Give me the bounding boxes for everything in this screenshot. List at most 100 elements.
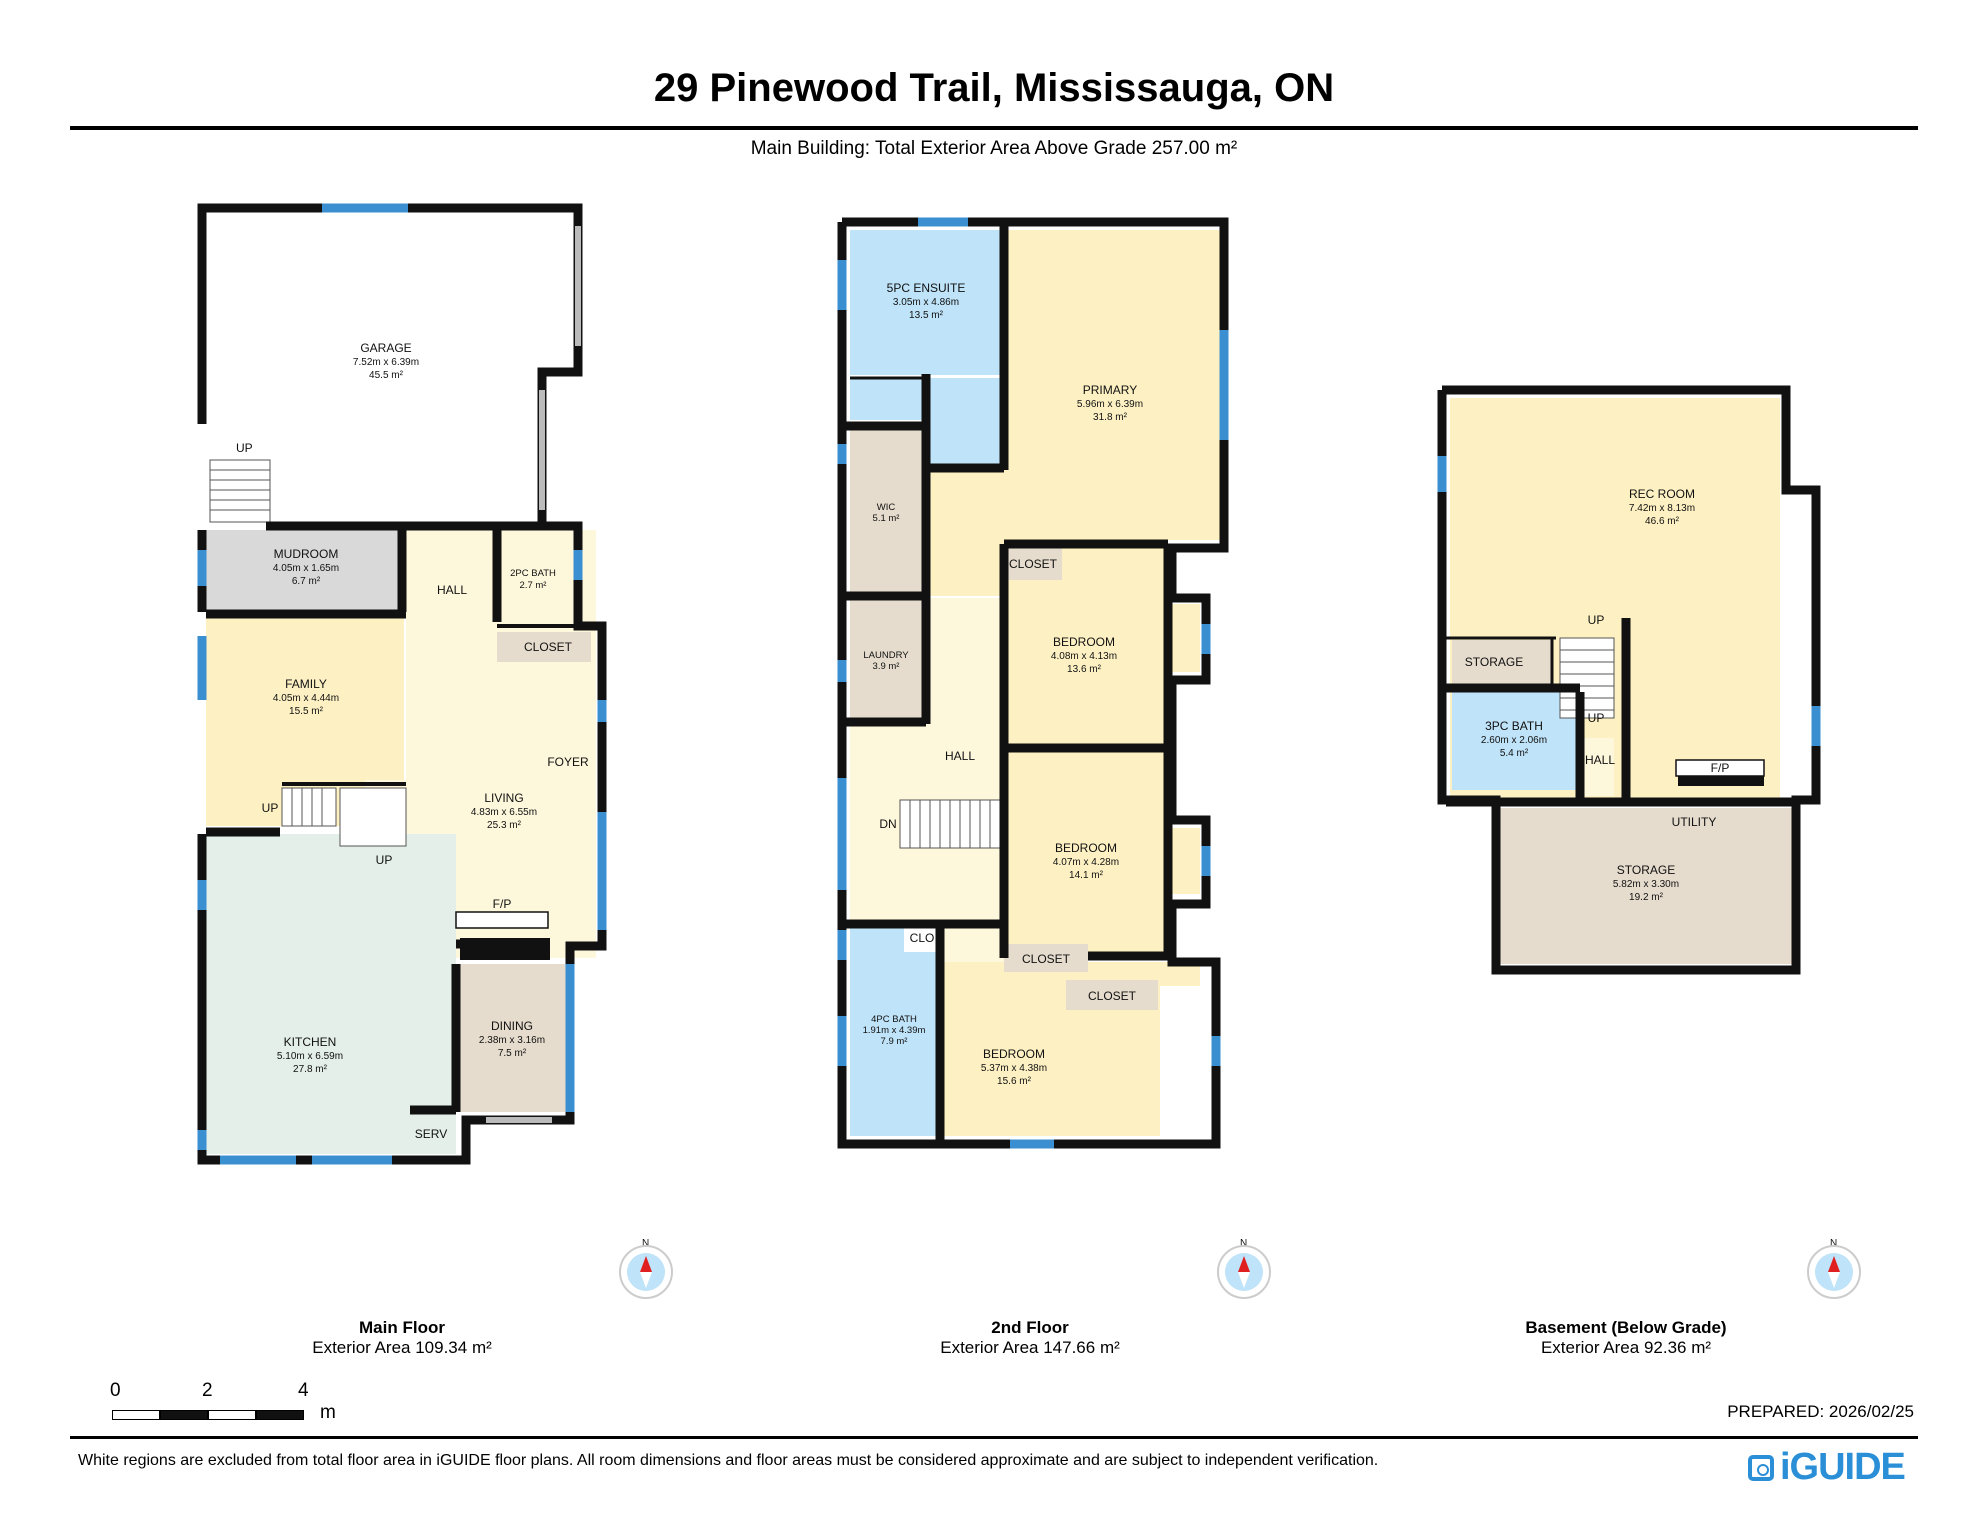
second-floor-name: 2nd Floor	[991, 1318, 1069, 1337]
main-closet-label: CLOSET	[524, 640, 573, 654]
compass-basement: N	[1807, 1238, 1861, 1299]
iguide-logo: iGUIDE	[1748, 1446, 1906, 1489]
serv-room	[406, 1112, 456, 1154]
iguide-logo-icon	[1748, 1454, 1774, 1481]
closet1-room	[1004, 548, 1062, 580]
foyer-label: FOYER	[547, 755, 589, 769]
bath4-dims: 1.91m x 4.39m	[863, 1025, 926, 1036]
dining-label: DINING	[491, 1019, 533, 1033]
rec-dims: 7.42m x 8.13m	[1629, 503, 1695, 514]
mudroom-area: 6.7 m²	[292, 576, 321, 587]
main-up-label-2: UP	[262, 801, 279, 815]
basement-fireplace	[1678, 776, 1764, 786]
main-up-label-1: UP	[236, 441, 253, 455]
basement-up-label-1: UP	[1588, 613, 1605, 627]
family-dims: 4.05m x 4.44m	[273, 693, 339, 704]
primary-area: 31.8 m²	[1093, 412, 1128, 423]
scale-unit: m	[320, 1402, 336, 1423]
basement-storage-small-label: STORAGE	[1465, 655, 1523, 669]
dining-dims: 2.38m x 3.16m	[479, 1035, 545, 1046]
living-area: 25.3 m²	[487, 820, 522, 831]
mudroom-label: MUDROOM	[274, 547, 339, 561]
kitchen-label: KITCHEN	[284, 1035, 337, 1049]
primary-dims: 5.96m x 6.39m	[1077, 399, 1143, 410]
prepared-date: PREPARED: 2026/02/25	[1727, 1402, 1914, 1421]
bedroom1-label: BEDROOM	[1053, 635, 1115, 649]
dining-area: 7.5 m²	[498, 1048, 527, 1059]
clo-label: CLO	[910, 931, 935, 945]
compass-main-n: N	[642, 1238, 649, 1249]
basement-hall-label: HALL	[1585, 753, 1615, 767]
bedroom2-area: 14.1 m²	[1069, 870, 1104, 881]
bath4-label: 4PC BATH	[871, 1014, 917, 1025]
primary-label: PRIMARY	[1083, 383, 1137, 397]
bath4-room	[850, 928, 938, 1136]
closet2-label: CLOSET	[1022, 952, 1071, 966]
main-stairs	[209, 459, 407, 847]
second-stairs	[899, 799, 1001, 849]
disclaimer: White regions are excluded from total fl…	[78, 1452, 1379, 1469]
ensuite-label: 5PC ENSUITE	[887, 281, 966, 295]
closet3-room	[1066, 980, 1158, 1010]
main-floor-name: Main Floor	[359, 1318, 445, 1337]
rec-area: 46.6 m²	[1645, 516, 1680, 527]
serv-label: SERV	[415, 1127, 447, 1141]
bedroom3-area: 15.6 m²	[997, 1076, 1032, 1087]
living-label: LIVING	[484, 791, 523, 805]
footer-rule	[70, 1436, 1918, 1439]
scale-tick-2: 2	[202, 1380, 213, 1401]
basement-plan: REC ROOM 7.42m x 8.13m 46.6 m² UP STORAG…	[1437, 385, 1821, 975]
bedroom1-dims: 4.08m x 4.13m	[1051, 651, 1117, 662]
family-label: FAMILY	[285, 677, 327, 691]
bath2-area: 2.7 m²	[520, 580, 547, 591]
basement-walls	[1437, 385, 1821, 975]
closet2-room	[1004, 944, 1088, 972]
wic-label: WIC	[877, 502, 896, 513]
main-closet-room	[497, 632, 591, 662]
scale-tick-0: 0	[110, 1380, 121, 1401]
storage-label: STORAGE	[1617, 863, 1675, 877]
primary-room	[1004, 230, 1220, 540]
storage-area: 19.2 m²	[1629, 892, 1664, 903]
ensuite-dims: 3.05m x 4.86m	[893, 297, 959, 308]
main-floor-windows	[197, 203, 607, 1165]
main-floor-area: Exterior Area 109.34 m²	[312, 1338, 492, 1357]
living-dims: 4.83m x 6.55m	[471, 807, 537, 818]
basement-stairs	[1559, 637, 1615, 719]
utility-label: UTILITY	[1672, 815, 1717, 829]
mudroom-room	[206, 530, 406, 610]
garage-area: 45.5 m²	[369, 370, 404, 381]
bedroom1-area: 13.6 m²	[1067, 664, 1102, 675]
second-floor-caption: 2nd Floor Exterior Area 147.66 m²	[860, 1318, 1200, 1358]
basement-storage-small	[1452, 640, 1552, 686]
rec-label: REC ROOM	[1629, 487, 1695, 501]
bedroom2-room	[1004, 750, 1168, 954]
compass-basement-n: N	[1830, 1238, 1837, 1249]
second-floor-windows	[837, 217, 1229, 1149]
compass-main: N	[619, 1238, 673, 1299]
storage-room	[1500, 808, 1794, 964]
clo-room	[904, 924, 940, 952]
basement-up-label-2: UP	[1588, 711, 1605, 725]
second-hall-label: HALL	[945, 749, 975, 763]
wic-room	[850, 428, 926, 592]
ensuite-area: 13.5 m²	[909, 310, 944, 321]
garage-dims: 7.52m x 6.39m	[353, 357, 419, 368]
main-fireplace	[460, 938, 550, 960]
laundry-label: LAUNDRY	[863, 650, 909, 661]
compass-second-n: N	[1240, 1238, 1247, 1249]
compass-second: N	[1217, 1238, 1271, 1299]
second-floor-plan: 5PC ENSUITE 3.05m x 4.86m 13.5 m² PRIMAR…	[837, 217, 1229, 1149]
bath3-dims: 2.60m x 2.06m	[1481, 735, 1547, 746]
main-floor-plan: GARAGE 7.52m x 6.39m 45.5 m² UP MUDROOM …	[197, 203, 607, 1165]
garage-label: GARAGE	[360, 341, 411, 355]
bedroom3-dims: 5.37m x 4.38m	[981, 1063, 1047, 1074]
page-title: 29 Pinewood Trail, Mississauga, ON	[653, 66, 1335, 110]
iguide-logo-text: iGUIDE	[1780, 1446, 1906, 1488]
second-floor-area: Exterior Area 147.66 m²	[940, 1338, 1120, 1357]
main-floor-caption: Main Floor Exterior Area 109.34 m²	[232, 1318, 572, 1358]
basement-hall-room	[1580, 738, 1614, 796]
second-floor-walls	[837, 217, 1229, 1149]
main-up-label-3: UP	[376, 853, 393, 867]
basement-name: Basement (Below Grade)	[1525, 1318, 1727, 1337]
